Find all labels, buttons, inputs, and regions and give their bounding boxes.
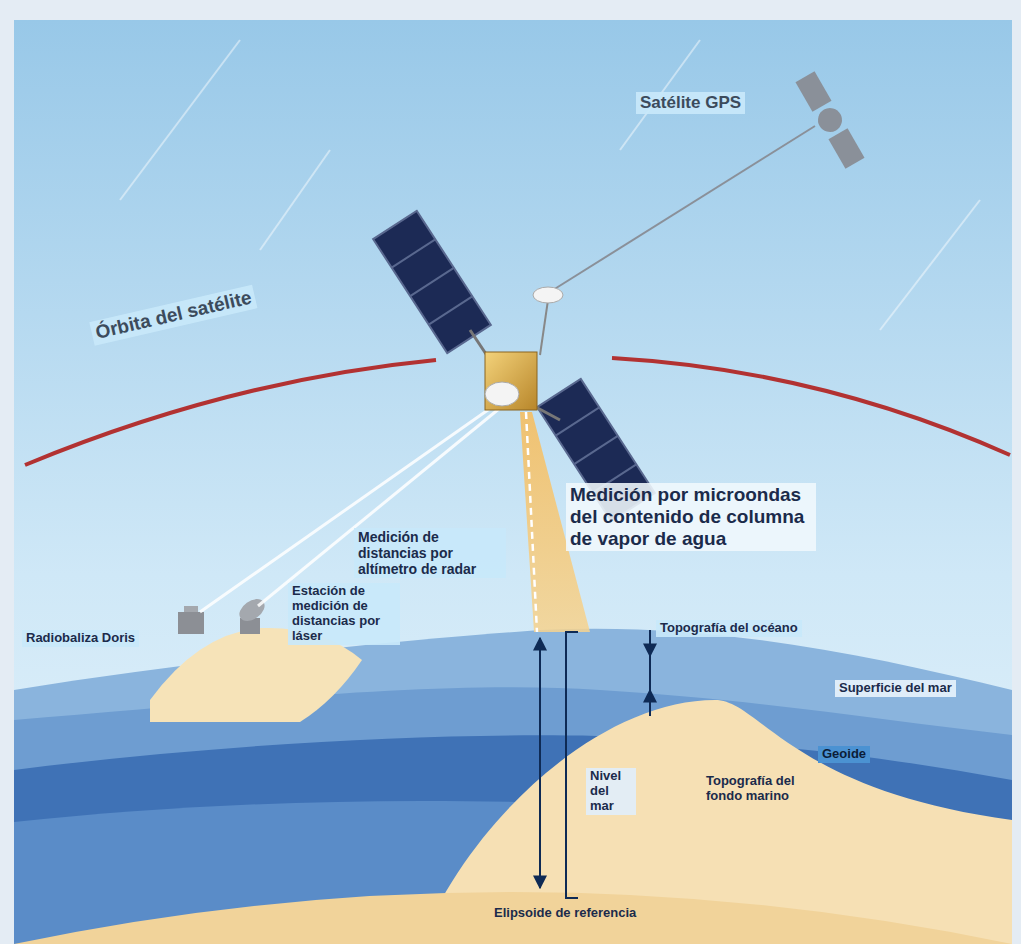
gps-satellite bbox=[795, 71, 866, 170]
sky-streaks bbox=[120, 40, 240, 200]
solar-panel bbox=[373, 211, 491, 353]
solar-panel bbox=[574, 436, 618, 464]
doris-beacon bbox=[178, 612, 204, 634]
label: Superficie del mar bbox=[835, 680, 956, 697]
satellite-body bbox=[540, 300, 548, 355]
label: Geoide bbox=[818, 746, 870, 763]
sky-streaks bbox=[880, 200, 980, 330]
reference-ellipsoid bbox=[14, 892, 1012, 944]
label: Nivel del mar bbox=[586, 768, 636, 815]
label: Topografía del fondo marino bbox=[702, 773, 814, 805]
solar-panel bbox=[556, 407, 600, 435]
label: Topografía del océano bbox=[656, 620, 802, 637]
gps-satellite bbox=[814, 104, 847, 137]
solar-panel bbox=[429, 296, 473, 324]
label: Medición de distancias por altímetro de … bbox=[354, 528, 506, 578]
gps-satellite bbox=[795, 71, 831, 111]
doris-beacon bbox=[184, 606, 198, 612]
sea-surface-layer bbox=[14, 687, 1012, 944]
sea-level-bracket bbox=[566, 632, 578, 898]
gps-satellite bbox=[828, 128, 864, 168]
ocean-topography-arrows bbox=[649, 630, 651, 716]
solar-panel bbox=[373, 211, 491, 353]
sea-top-layer bbox=[14, 629, 1012, 944]
ocean-topography-arrows bbox=[649, 690, 651, 716]
label: Satélite GPS bbox=[636, 92, 745, 114]
sea-level-arrow bbox=[539, 638, 541, 888]
label: Medición por microondas del contenido de… bbox=[566, 483, 816, 551]
beams bbox=[200, 405, 500, 612]
satellite-body bbox=[485, 352, 537, 410]
satellite-orbit bbox=[25, 360, 436, 465]
ocean-topography-arrows bbox=[649, 630, 651, 656]
satellite-orbit bbox=[612, 358, 1010, 455]
sky-streaks bbox=[260, 150, 330, 250]
satellite-body bbox=[533, 287, 563, 303]
laser-station bbox=[235, 595, 268, 626]
ocean-topography-arrows bbox=[649, 656, 651, 690]
satellite-body bbox=[470, 287, 563, 420]
label: Elipsoide de referencia bbox=[490, 905, 640, 922]
gps-link bbox=[553, 126, 815, 290]
solar-panel bbox=[410, 268, 454, 296]
label: Estación de medición de distancias por l… bbox=[288, 583, 400, 645]
sky bbox=[14, 20, 1012, 944]
beams bbox=[200, 405, 495, 612]
solar-panel bbox=[392, 239, 436, 267]
radar-beam bbox=[526, 412, 537, 632]
label: Órbita del satélite bbox=[89, 285, 258, 346]
satellite-body bbox=[485, 382, 519, 406]
label: Radiobaliza Doris bbox=[22, 630, 139, 647]
